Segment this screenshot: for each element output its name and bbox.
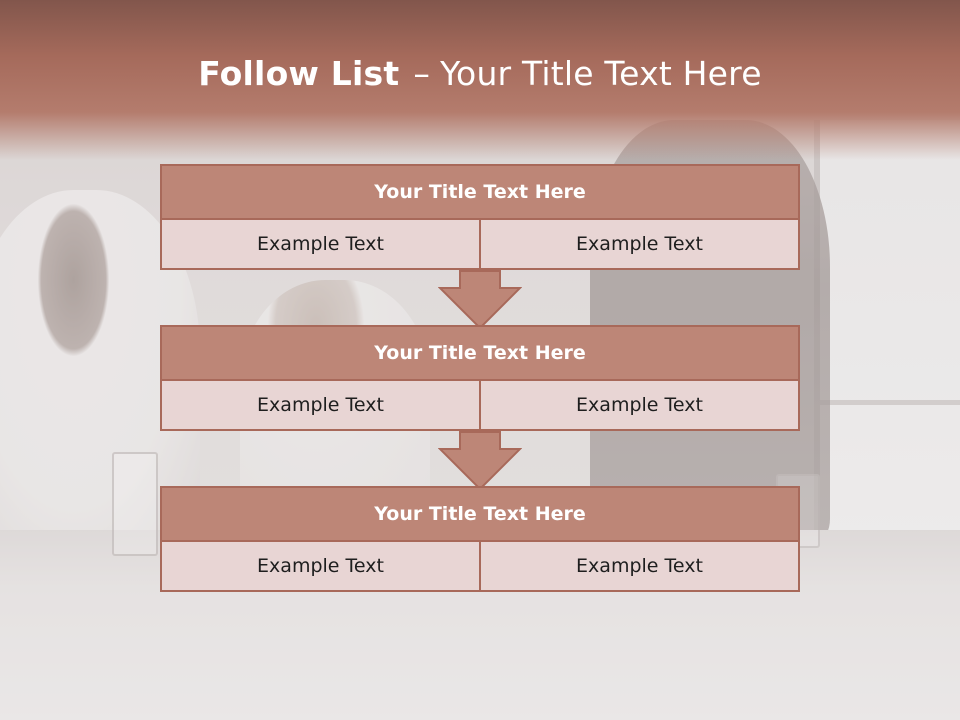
slide-title: Follow List–Your Title Text Here: [0, 54, 960, 93]
block-title: Your Title Text Here: [160, 164, 800, 220]
slide-title-bold: Follow List: [198, 54, 400, 93]
block-row: Example Text Example Text: [160, 542, 800, 592]
list-block-3: Your Title Text Here Example Text Exampl…: [160, 486, 800, 592]
down-arrow-icon: [438, 431, 522, 491]
block-cell-left: Example Text: [257, 233, 384, 255]
block-cell-right: Example Text: [479, 542, 798, 590]
header-band: [0, 0, 960, 160]
background-glass: [112, 452, 158, 556]
list-block-1: Your Title Text Here Example Text Exampl…: [160, 164, 800, 270]
block-cell-left: Example Text: [257, 555, 384, 577]
block-title: Your Title Text Here: [160, 325, 800, 381]
block-cell-right: Example Text: [479, 381, 798, 429]
block-title: Your Title Text Here: [160, 486, 800, 542]
list-block-2: Your Title Text Here Example Text Exampl…: [160, 325, 800, 431]
slide-title-separator: –: [413, 54, 431, 93]
block-cell-right: Example Text: [479, 220, 798, 268]
down-arrow-icon: [438, 270, 522, 330]
block-cell-left: Example Text: [257, 394, 384, 416]
block-row: Example Text Example Text: [160, 220, 800, 270]
slide-title-rest: Your Title Text Here: [440, 54, 762, 93]
block-row: Example Text Example Text: [160, 381, 800, 431]
